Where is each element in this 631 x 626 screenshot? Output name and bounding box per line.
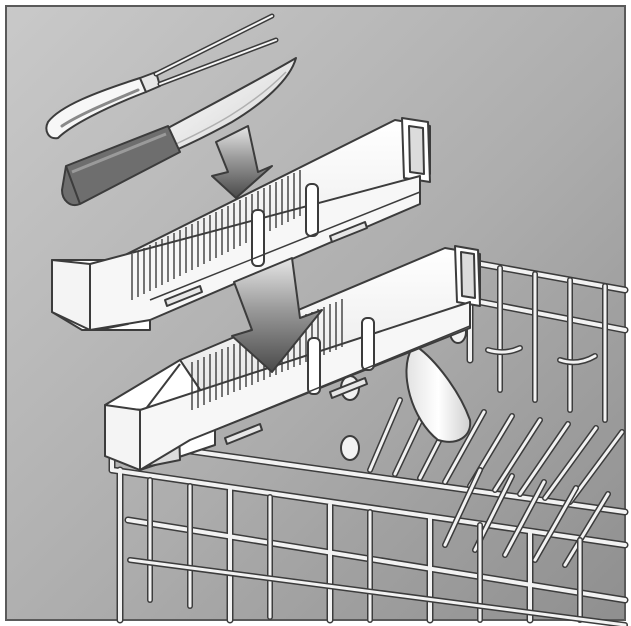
knife-blade [167, 57, 297, 151]
tray-divider [305, 183, 319, 237]
cutlery-tray-upper [51, 117, 431, 331]
knife-handle [61, 125, 181, 206]
carving-fork [45, 13, 279, 140]
tray-divider [251, 209, 265, 267]
knife [61, 57, 297, 206]
cutlery-tray-lower [104, 245, 481, 471]
tray-divider [361, 317, 375, 371]
illustration-frame [5, 5, 626, 621]
rack-lower-grid [127, 477, 628, 626]
wine-glass-bowl [405, 344, 472, 443]
tray-ribs-upper [131, 170, 301, 300]
arrow-down-lower [231, 257, 323, 373]
arrow-down-upper [211, 125, 273, 199]
rack-back-posts [485, 265, 608, 423]
tray-divider [307, 337, 321, 395]
rack-tines [367, 397, 625, 568]
